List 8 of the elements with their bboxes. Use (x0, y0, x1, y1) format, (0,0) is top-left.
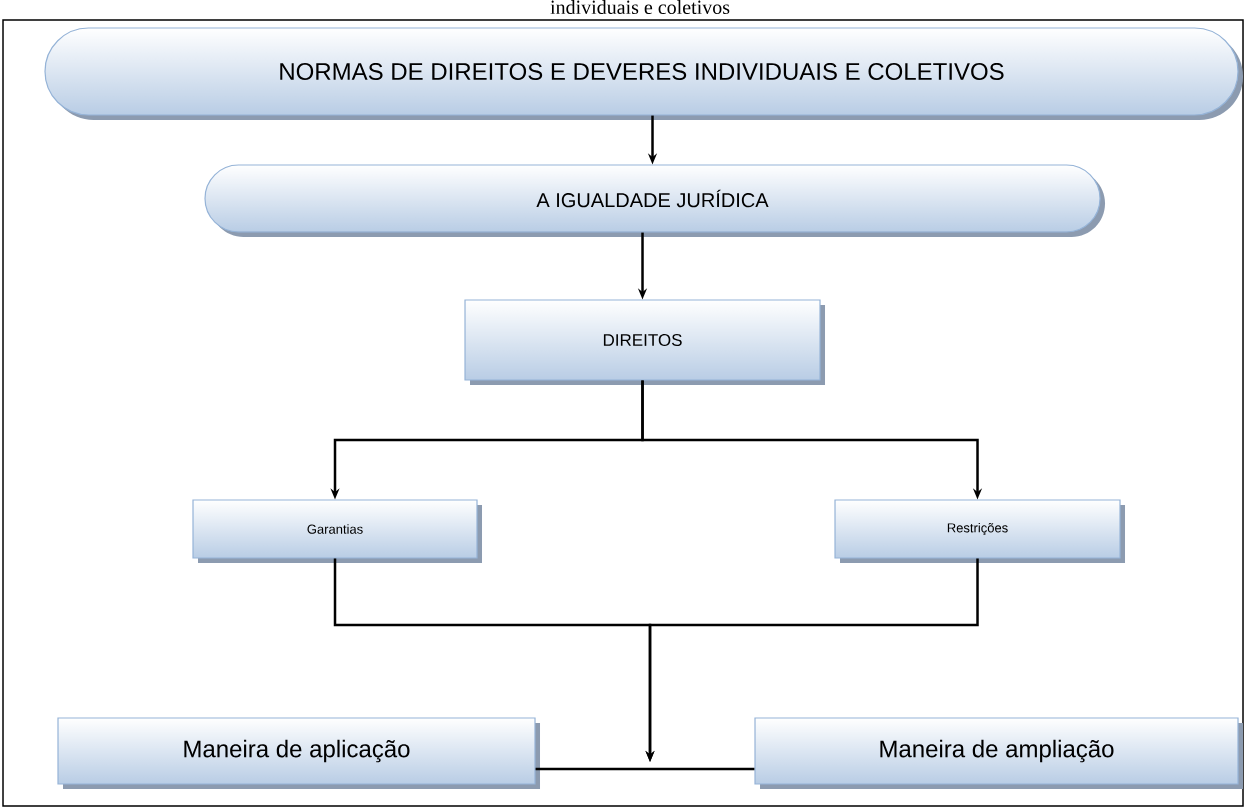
process-box: Maneira de aplicação (57, 717, 540, 789)
heading-text: individuais e coletivos (550, 0, 730, 15)
process-box: Restrições (834, 499, 1125, 563)
oval-band: A IGUALDADE JURÍDICA (204, 164, 1105, 237)
process-box: Maneira de ampliação (754, 717, 1243, 789)
process-box: DIREITOS (464, 299, 825, 385)
process-box: Garantias (192, 499, 482, 563)
oval-band: NORMAS DE DIREITOS E DEVERES INDIVIDUAIS E COLETIVOS (44, 27, 1243, 120)
